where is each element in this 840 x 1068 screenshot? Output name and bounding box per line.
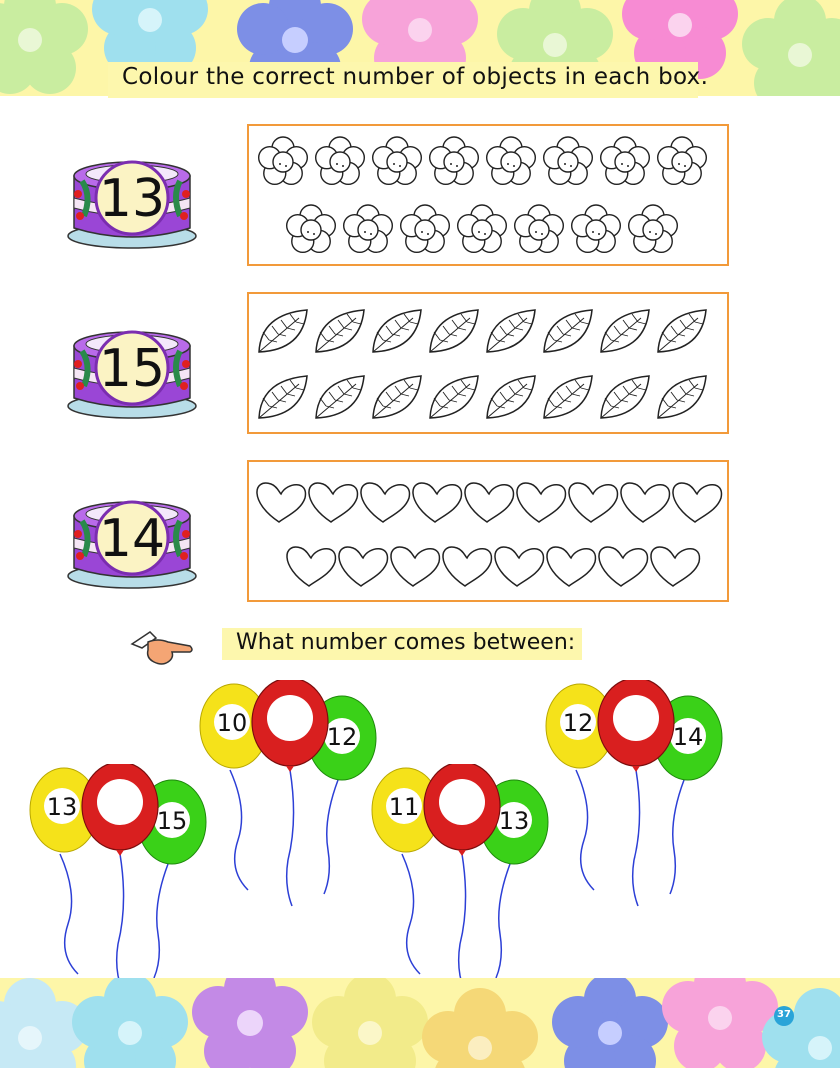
answer-blank[interactable] — [613, 695, 659, 741]
heart-object[interactable] — [308, 482, 359, 523]
question-highlight — [222, 628, 582, 660]
left-number-balloon: 11 — [371, 767, 441, 853]
title-highlight — [108, 62, 698, 98]
left-number: 13 — [47, 793, 78, 821]
balloon-group-1: 13 15 — [28, 761, 208, 994]
missing-number-balloon[interactable] — [423, 761, 501, 856]
between-question: What number comes between: — [236, 630, 576, 655]
heart-object[interactable] — [256, 482, 307, 523]
leaf-object[interactable] — [315, 375, 365, 419]
flower-objects[interactable] — [249, 126, 731, 268]
right-number: 12 — [327, 723, 358, 751]
heart-object[interactable] — [338, 546, 389, 587]
cake-number-label: 14 — [99, 509, 165, 569]
flower-object[interactable] — [456, 204, 508, 254]
heart-object[interactable] — [286, 546, 337, 587]
leaf-object[interactable] — [486, 309, 536, 353]
leaf-object[interactable] — [543, 375, 593, 419]
missing-number-balloon[interactable] — [597, 677, 675, 772]
heart-object[interactable] — [390, 546, 441, 587]
left-number: 12 — [563, 709, 594, 737]
page-number: 37 — [777, 1009, 791, 1020]
flower-object[interactable] — [570, 204, 622, 254]
leaf-object[interactable] — [657, 309, 707, 353]
answer-blank[interactable] — [439, 779, 485, 825]
heart-object[interactable] — [494, 546, 545, 587]
heart-object[interactable] — [360, 482, 411, 523]
flower-object[interactable] — [485, 136, 537, 186]
flower-object[interactable] — [371, 136, 423, 186]
heart-object[interactable] — [620, 482, 671, 523]
leaf-object[interactable] — [600, 375, 650, 419]
cake-number-14: 14 — [62, 476, 202, 596]
heart-object[interactable] — [598, 546, 649, 587]
heart-object[interactable] — [464, 482, 515, 523]
heart-objects[interactable] — [249, 462, 731, 604]
cake-number-13: 13 — [62, 136, 202, 256]
leaf-box[interactable] — [247, 292, 729, 434]
instruction-title: Colour the correct number of objects in … — [122, 64, 709, 90]
balloon-group-2: 10 12 — [198, 677, 378, 910]
leaf-object[interactable] — [429, 375, 479, 419]
heart-object[interactable] — [442, 546, 493, 587]
balloon-group-3: 11 13 — [370, 761, 550, 994]
flower-box[interactable] — [247, 124, 729, 266]
flower-object[interactable] — [513, 204, 565, 254]
flower-object[interactable] — [285, 204, 337, 254]
leaf-object[interactable] — [543, 309, 593, 353]
heart-box[interactable] — [247, 460, 729, 602]
flower-object[interactable] — [656, 136, 708, 186]
leaf-object[interactable] — [258, 309, 308, 353]
answer-blank[interactable] — [97, 779, 143, 825]
missing-number-balloon[interactable] — [81, 761, 159, 856]
left-number: 10 — [217, 709, 248, 737]
page-number-badge — [774, 1006, 794, 1026]
bottom-flower-border — [0, 978, 840, 1068]
right-number: 15 — [157, 807, 188, 835]
heart-object[interactable] — [672, 482, 723, 523]
heart-object[interactable] — [568, 482, 619, 523]
leaf-object[interactable] — [486, 375, 536, 419]
missing-number-balloon[interactable] — [251, 677, 329, 772]
leaf-objects[interactable] — [249, 294, 731, 436]
heart-object[interactable] — [546, 546, 597, 587]
leaf-object[interactable] — [372, 375, 422, 419]
flower-object[interactable] — [599, 136, 651, 186]
left-number-balloon: 10 — [199, 683, 269, 769]
flower-object[interactable] — [627, 204, 679, 254]
right-number: 14 — [673, 723, 704, 751]
heart-object[interactable] — [650, 546, 701, 587]
leaf-object[interactable] — [258, 375, 308, 419]
leaf-object[interactable] — [429, 309, 479, 353]
flower-object[interactable] — [342, 204, 394, 254]
cake-number-15: 15 — [62, 306, 202, 426]
left-number-balloon: 12 — [545, 683, 615, 769]
leaf-object[interactable] — [657, 375, 707, 419]
left-number: 11 — [389, 793, 420, 821]
flower-object[interactable] — [314, 136, 366, 186]
heart-object[interactable] — [516, 482, 567, 523]
right-number: 13 — [499, 807, 530, 835]
pointing-hand-icon — [130, 631, 193, 665]
cake-number-label: 15 — [99, 339, 165, 399]
flower-object[interactable] — [257, 136, 309, 186]
answer-blank[interactable] — [267, 695, 313, 741]
cake-number-label: 13 — [99, 169, 165, 229]
heart-object[interactable] — [412, 482, 463, 523]
leaf-object[interactable] — [372, 309, 422, 353]
leaf-object[interactable] — [315, 309, 365, 353]
flower-object[interactable] — [542, 136, 594, 186]
flower-object[interactable] — [399, 204, 451, 254]
leaf-object[interactable] — [600, 309, 650, 353]
balloon-group-4: 12 14 — [544, 677, 724, 910]
flower-object[interactable] — [428, 136, 480, 186]
